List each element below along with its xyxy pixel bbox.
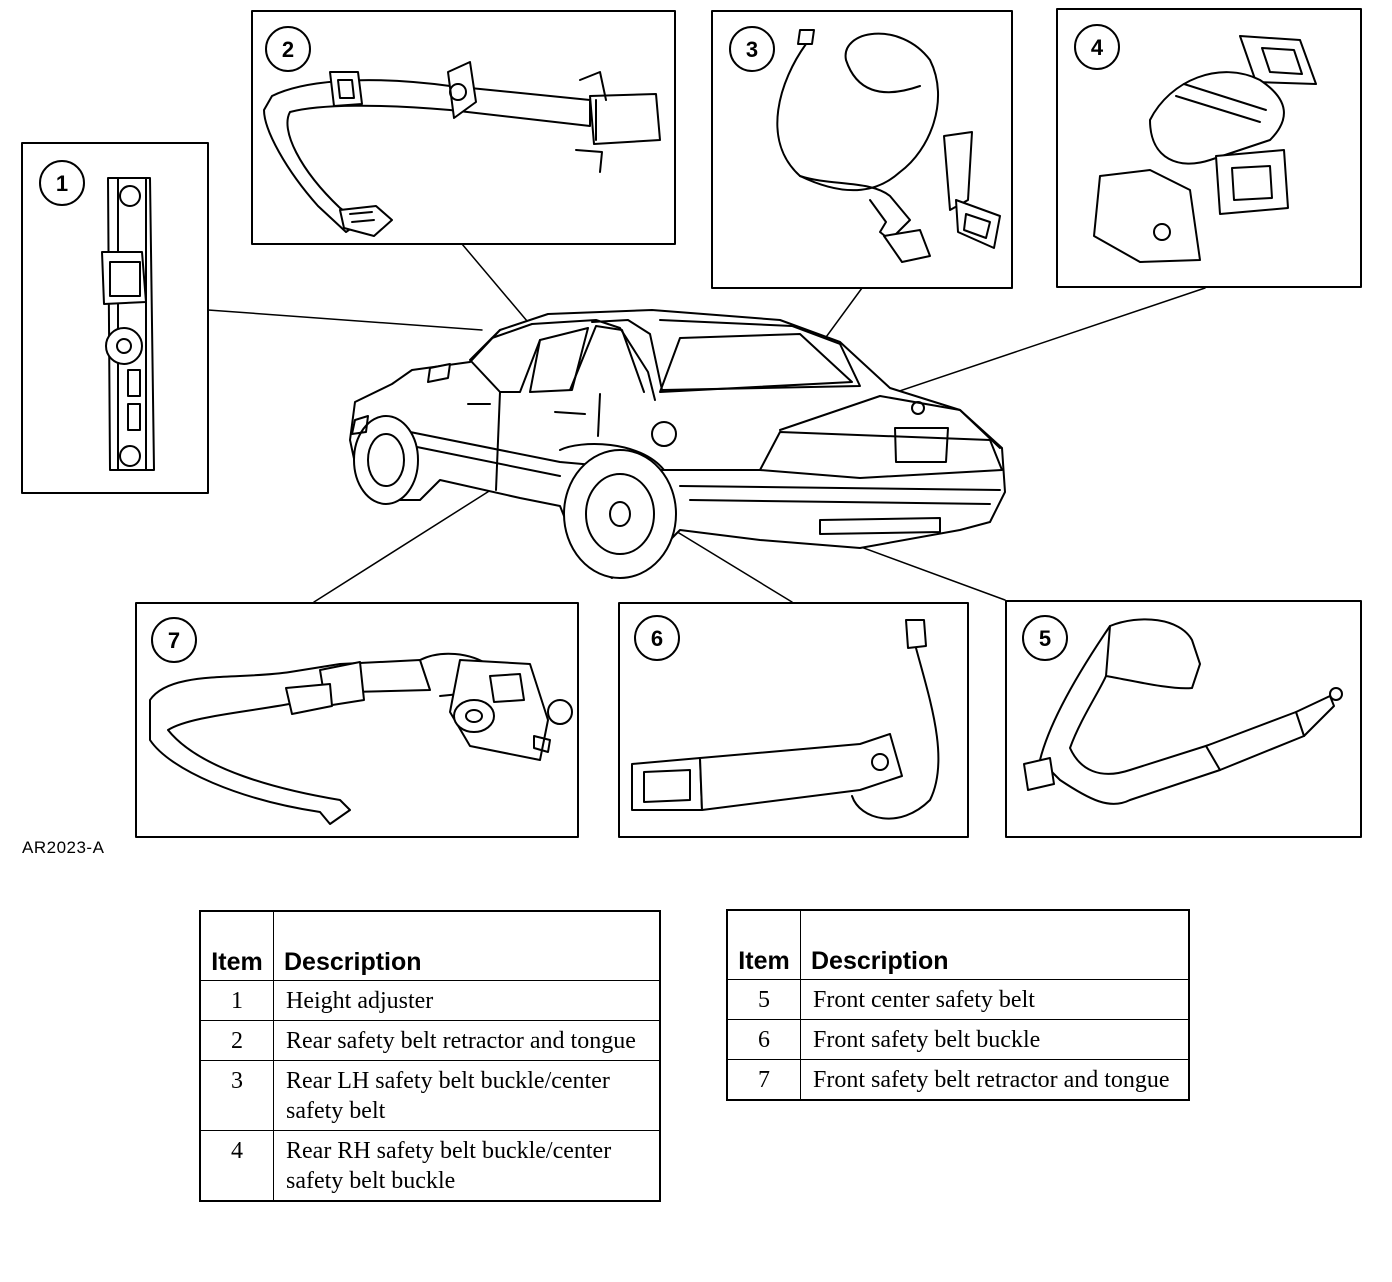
callout-7: 7 <box>168 628 180 653</box>
table-row: 2 Rear safety belt retractor and tongue <box>199 1020 661 1061</box>
row-description: Front center safety belt <box>800 979 1190 1020</box>
row-item: 7 <box>726 1059 801 1101</box>
table-row: 4 Rear RH safety belt buckle/center safe… <box>199 1130 661 1202</box>
exploded-diagram: 1 2 3 <box>21 8 1362 838</box>
column-header-item: Item <box>726 909 801 980</box>
table-row: 7 Front safety belt retractor and tongue <box>726 1059 1190 1101</box>
callout-3: 3 <box>746 37 758 62</box>
column-header-item: Item <box>199 910 274 981</box>
row-description: Height adjuster <box>273 980 661 1021</box>
panel-3-rear-lh-buckle: 3 <box>711 10 1013 289</box>
panel-5-front-center-belt: 5 <box>1005 600 1362 838</box>
row-item: 6 <box>726 1019 801 1060</box>
car-illustration <box>349 309 1006 579</box>
row-item: 2 <box>199 1020 274 1061</box>
callout-2: 2 <box>282 37 294 62</box>
table-row: 6 Front safety belt buckle <box>726 1019 1190 1060</box>
legend-table-right: Item Description 5 Front center safety b… <box>726 909 1190 1101</box>
callout-1: 1 <box>56 171 68 196</box>
table-row: 5 Front center safety belt <box>726 979 1190 1020</box>
panel-6-front-buckle: 6 <box>618 602 969 838</box>
callout-6: 6 <box>651 626 663 651</box>
panel-1-height-adjuster: 1 <box>21 142 209 494</box>
panel-4-rear-rh-buckle: 4 <box>1056 8 1362 288</box>
column-header-description: Description <box>273 910 661 981</box>
panel-2-rear-retractor: 2 <box>251 10 676 245</box>
figure-code: AR2023-A <box>22 838 105 857</box>
table-header-row: Item Description <box>726 909 1190 980</box>
panel-7-front-retractor: 7 <box>135 602 579 838</box>
row-description: Front safety belt buckle <box>800 1019 1190 1060</box>
row-item: 1 <box>199 980 274 1021</box>
table-row: 1 Height adjuster <box>199 980 661 1021</box>
row-description: Front safety belt retractor and tongue <box>800 1059 1190 1101</box>
row-description: Rear RH safety belt buckle/center safety… <box>273 1130 661 1202</box>
row-item: 4 <box>199 1130 274 1202</box>
callout-4: 4 <box>1091 35 1104 60</box>
column-header-description: Description <box>800 909 1190 980</box>
table-header-row: Item Description <box>199 910 661 981</box>
table-row: 3 Rear LH safety belt buckle/center safe… <box>199 1060 661 1131</box>
callout-5: 5 <box>1039 626 1051 651</box>
row-description: Rear safety belt retractor and tongue <box>273 1020 661 1061</box>
row-item: 5 <box>726 979 801 1020</box>
legend-table-left: Item Description 1 Height adjuster 2 Rea… <box>199 910 661 1202</box>
row-description: Rear LH safety belt buckle/center safety… <box>273 1060 661 1131</box>
row-item: 3 <box>199 1060 274 1131</box>
